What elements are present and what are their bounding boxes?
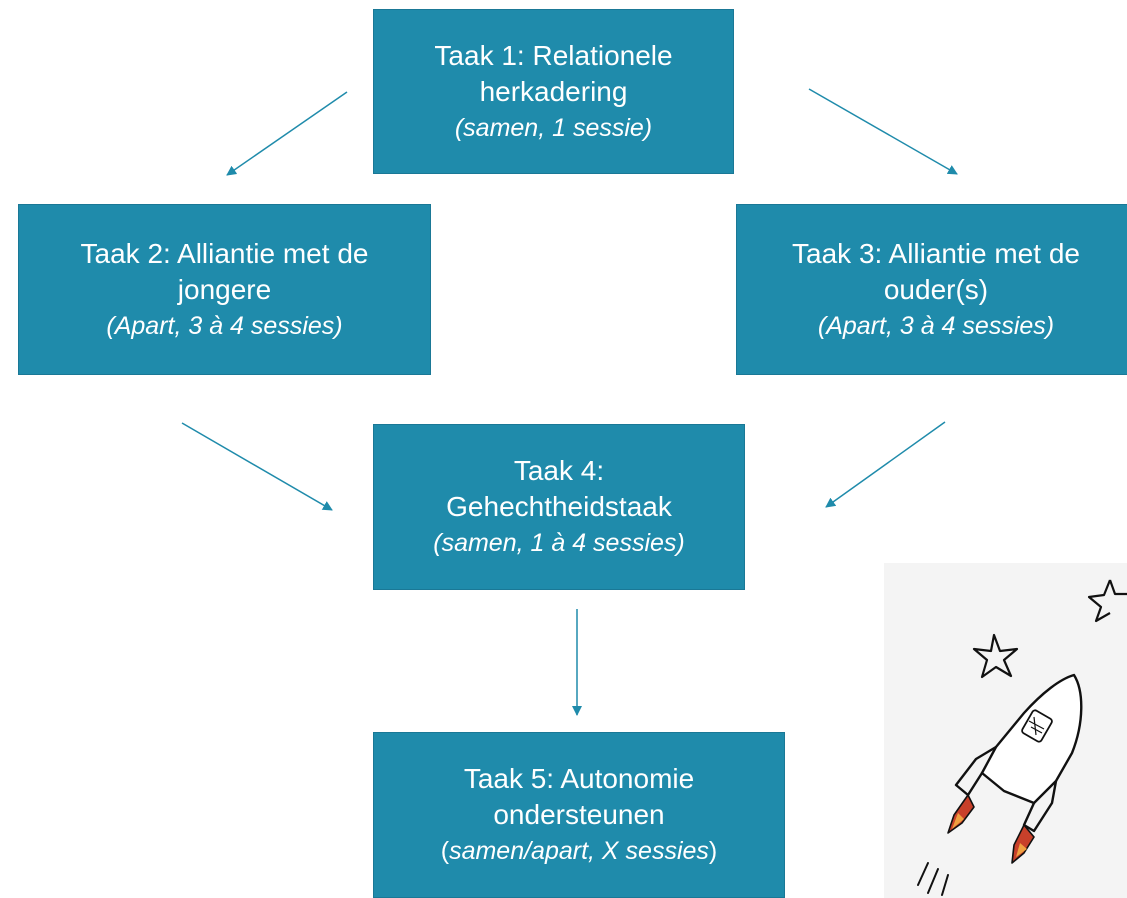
node-title-line-2: herkadering [479, 75, 628, 107]
node-subtitle: (Apart, 3 à 4 sessies) [817, 311, 1055, 340]
subtitle-open-paren: ( [440, 837, 450, 865]
node-title-line-2: ondersteunen [493, 799, 665, 830]
node-taak-2: Taak 2: Alliantie met de jongere (Apart,… [18, 204, 431, 375]
node-title-line-1: Taak 3: Alliantie met de [792, 237, 1080, 269]
subtitle-italic-text: samen/apart, X sessies [449, 837, 709, 865]
arrow-taak1-taak3 [808, 88, 958, 175]
node-taak-5: Taak 5: Autonomie ondersteunen (samen/ap… [373, 732, 785, 898]
node-taak-4: Taak 4: Gehechtheidstaak (samen, 1 à 4 s… [373, 424, 745, 590]
node-subtitle: (samen, 1 sessie) [454, 113, 653, 142]
node-title-line-1: Taak 4: [513, 455, 605, 486]
arrow-taak2-taak4 [181, 422, 333, 511]
rocket-sketch-icon [884, 563, 1127, 898]
node-subtitle: (samen, 1 à 4 sessies) [433, 529, 685, 557]
subtitle-close-paren: ) [708, 837, 718, 865]
arrow-taak1-taak2 [226, 91, 348, 176]
node-title-line-2: Gehechtheidstaak [446, 491, 672, 522]
node-taak-3: Taak 3: Alliantie met de ouder(s) (Apart… [736, 204, 1127, 375]
node-subtitle: (Apart, 3 à 4 sessies) [106, 311, 343, 340]
node-subtitle: (samen/apart, X sessies) [441, 833, 718, 869]
node-title-line-1: Taak 1: Relationele [434, 39, 673, 71]
arrow-taak3-taak4 [825, 421, 946, 508]
node-title-line-1: Taak 5: Autonomie [463, 763, 695, 794]
node-title-line-1: Taak 2: Alliantie met de [80, 237, 369, 269]
node-title-line-2: jongere [177, 273, 272, 305]
node-title-line-2: ouder(s) [883, 273, 989, 305]
node-taak-1: Taak 1: Relationele herkadering (samen, … [373, 9, 734, 174]
